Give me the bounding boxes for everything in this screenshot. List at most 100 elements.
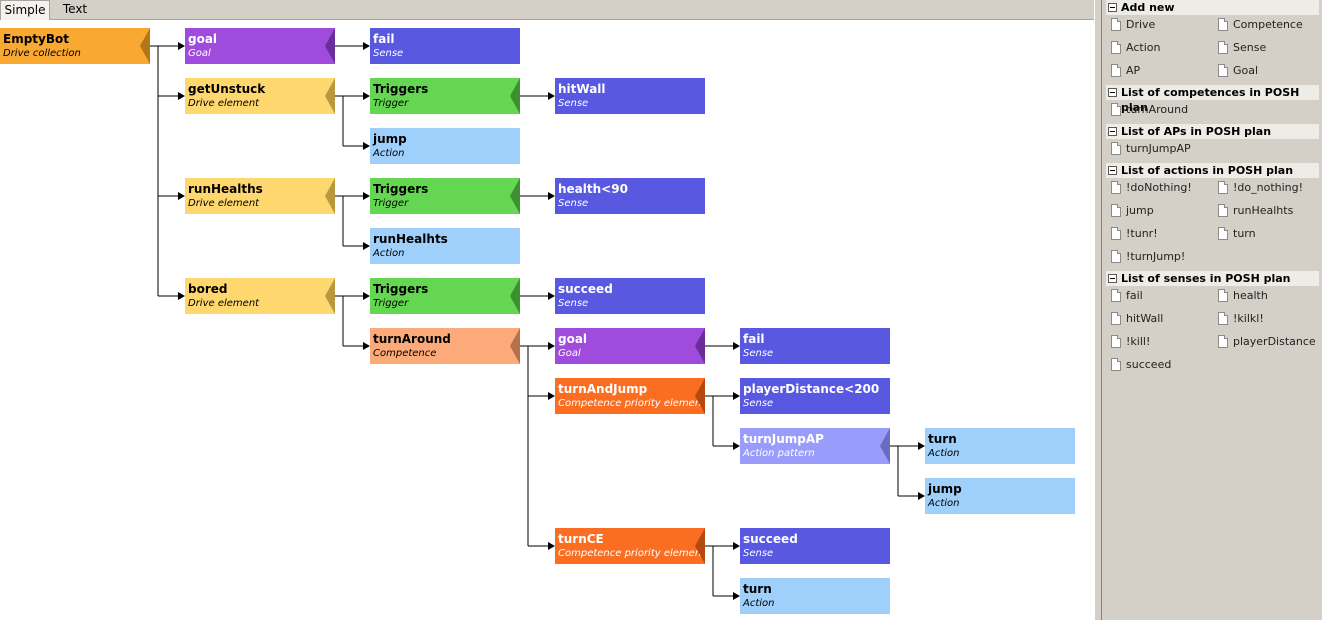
palette-item-do-nothing[interactable]: !do_nothing! xyxy=(1216,180,1303,196)
section-header-list-of-aps-in-posh-plan[interactable]: List of APs in POSH plan xyxy=(1106,124,1319,139)
collapse-toggle-icon[interactable] xyxy=(880,428,890,464)
node-name: turnJumpAP xyxy=(743,432,824,446)
collapse-toggle-icon[interactable] xyxy=(325,278,335,314)
connector-arrowhead xyxy=(918,492,925,500)
section-header-list-of-competences-in-posh-plan[interactable]: List of competences in POSH plan xyxy=(1106,85,1319,114)
palette-item-turnaround[interactable]: turnAround xyxy=(1109,102,1188,118)
node-type: Action xyxy=(743,598,775,609)
tab-text[interactable]: Text xyxy=(62,2,88,16)
palette-item-ap[interactable]: AP xyxy=(1109,63,1140,79)
palette-item-action[interactable]: Action xyxy=(1109,40,1160,56)
collapse-minus-icon[interactable] xyxy=(1108,274,1117,283)
collapse-minus-icon[interactable] xyxy=(1108,166,1117,175)
section-header-add-new[interactable]: Add new xyxy=(1106,0,1319,15)
palette-item-playerdistance[interactable]: playerDistance xyxy=(1216,334,1316,350)
palette-item-succeed[interactable]: succeed xyxy=(1109,357,1171,373)
palette-item-hitwall[interactable]: hitWall xyxy=(1109,311,1163,327)
tab-simple[interactable]: Simple xyxy=(0,0,50,21)
palette-item-goal[interactable]: Goal xyxy=(1216,63,1258,79)
palette-item-label: health xyxy=(1233,289,1268,302)
document-icon xyxy=(1218,227,1228,240)
document-icon xyxy=(1218,41,1228,54)
collapse-toggle-icon[interactable] xyxy=(510,328,520,364)
palette-item-sense[interactable]: Sense xyxy=(1216,40,1266,56)
palette-item-runhealhts[interactable]: runHealhts xyxy=(1216,203,1293,219)
palette-item-health[interactable]: health xyxy=(1216,288,1268,304)
collapse-toggle-icon[interactable] xyxy=(325,78,335,114)
node-type: Sense xyxy=(558,298,589,309)
palette-item-label: runHealhts xyxy=(1233,204,1294,217)
connector-arrowhead xyxy=(733,542,740,550)
collapse-toggle-icon[interactable] xyxy=(695,378,705,414)
palette-item-donothing[interactable]: !doNothing! xyxy=(1109,180,1192,196)
palette-item-drive[interactable]: Drive xyxy=(1109,17,1155,33)
connector-arrowhead xyxy=(918,442,925,450)
connector-arrowhead xyxy=(363,242,370,250)
collapse-minus-icon[interactable] xyxy=(1108,127,1117,136)
palette-item-tunr[interactable]: !tunr! xyxy=(1109,226,1158,242)
collapse-toggle-icon[interactable] xyxy=(140,28,150,64)
palette-item-kilkl[interactable]: !kilkl! xyxy=(1216,311,1264,327)
collapse-toggle-icon[interactable] xyxy=(325,178,335,214)
section-header-list-of-senses-in-posh-plan[interactable]: List of senses in POSH plan xyxy=(1106,271,1319,286)
node-name: getUnstuck xyxy=(188,82,266,96)
node-type: Goal xyxy=(188,48,211,59)
node-type: Action xyxy=(373,148,405,159)
palette-item-label: Sense xyxy=(1233,41,1267,54)
collapse-toggle-icon[interactable] xyxy=(510,78,520,114)
collapse-toggle-icon[interactable] xyxy=(325,28,335,64)
connector-arrowhead xyxy=(178,92,185,100)
document-icon xyxy=(1111,18,1121,31)
collapse-toggle-icon[interactable] xyxy=(695,528,705,564)
node-type: Sense xyxy=(743,348,774,359)
palette-item-label: succeed xyxy=(1126,358,1172,371)
section-header-list-of-actions-in-posh-plan[interactable]: List of actions in POSH plan xyxy=(1106,163,1319,178)
collapse-minus-icon[interactable] xyxy=(1108,88,1117,97)
palette-item-turnjumpap[interactable]: turnJumpAP xyxy=(1109,141,1191,157)
palette-item-competence[interactable]: Competence xyxy=(1216,17,1303,33)
node-name: health<90 xyxy=(558,182,628,196)
palette-item-label: fail xyxy=(1126,289,1143,302)
palette-item-fail[interactable]: fail xyxy=(1109,288,1143,304)
document-icon xyxy=(1111,181,1121,194)
collapse-toggle-icon[interactable] xyxy=(510,278,520,314)
palette-item-label: playerDistance xyxy=(1233,335,1316,348)
collapse-minus-icon[interactable] xyxy=(1108,3,1117,12)
section-title: List of senses in POSH plan xyxy=(1121,272,1291,285)
palette-item-jump[interactable]: jump xyxy=(1109,203,1154,219)
palette-item-turnjump[interactable]: !turnJump! xyxy=(1109,249,1185,265)
panel-splitter[interactable] xyxy=(1094,0,1102,620)
palette-item-label: Competence xyxy=(1233,18,1303,31)
palette-item-turn[interactable]: turn xyxy=(1216,226,1256,242)
collapse-toggle-icon[interactable] xyxy=(510,178,520,214)
collapse-toggle-icon[interactable] xyxy=(695,328,705,364)
palette-item-kill[interactable]: !kill! xyxy=(1109,334,1150,350)
